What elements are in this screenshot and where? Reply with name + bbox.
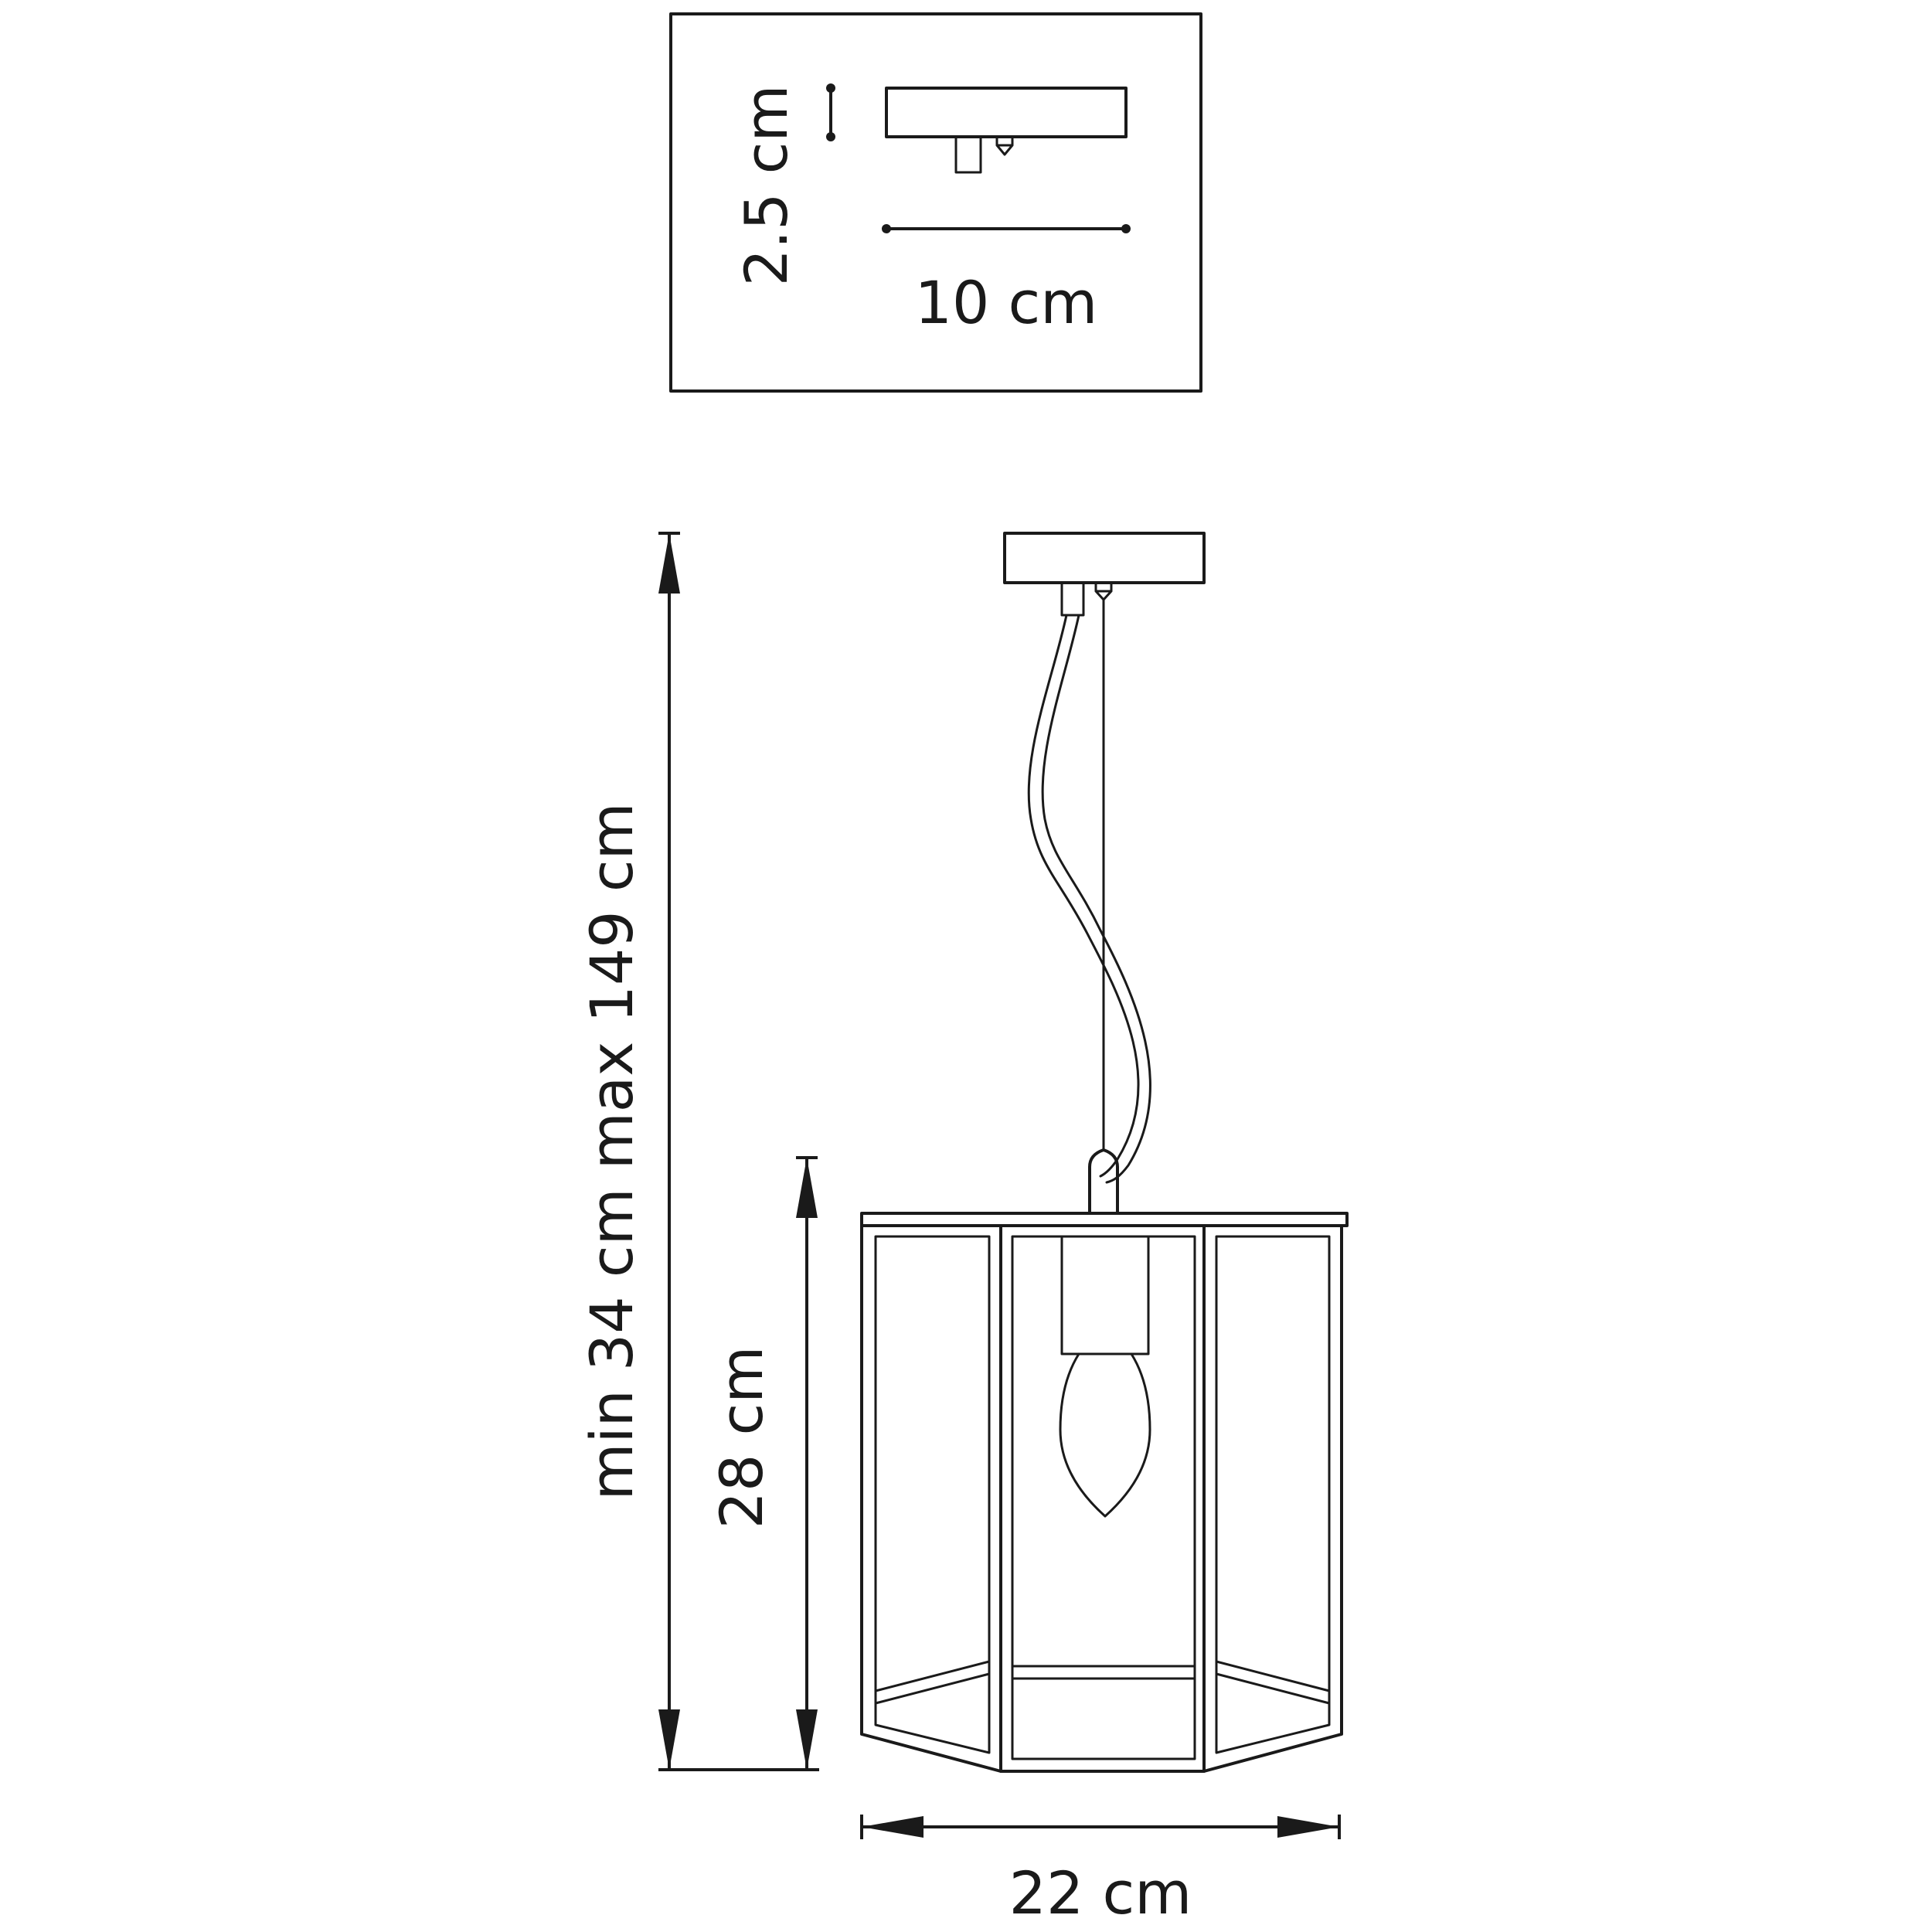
inset-frame: [669, 12, 1202, 393]
canopy-height-label: 2.5 cm: [732, 85, 801, 287]
shade-left-panel: [874, 1235, 991, 1754]
shade-height-label: 28 cm: [707, 1346, 776, 1529]
canopy-height-dimension: [826, 83, 835, 141]
inset-canopy-plate: [885, 87, 1128, 138]
power-cable: [1027, 614, 1140, 1178]
shade-height-dimension: [796, 1156, 818, 1770]
shade-outer-frame: [860, 1224, 1343, 1773]
canopy-cable-connector: [1060, 581, 1085, 617]
canopy-detail-inset: 2.5 cm 10 cm: [669, 12, 1202, 393]
candle-bulb: [1059, 1352, 1151, 1518]
pendant-lamp: [860, 532, 1349, 1773]
shade-width-label: 22 cm: [1009, 1859, 1192, 1927]
inset-canopy-connector: [954, 135, 982, 174]
inset-canopy-hook: [995, 135, 1014, 156]
lamp-top-plate: [860, 1212, 1349, 1227]
total-height-label: min 34 cm max 149 cm: [577, 802, 646, 1500]
lamp-cap: [1088, 1148, 1119, 1215]
ceiling-canopy: [1003, 532, 1206, 584]
total-height-dimension: [658, 532, 819, 1771]
shade-right-panel: [1215, 1235, 1331, 1754]
shade-width-dimension: [860, 1815, 1341, 1839]
bulb-socket: [1060, 1235, 1150, 1355]
canopy-cable-hook: [1094, 581, 1113, 601]
shade-center-panel: [1011, 1235, 1196, 1760]
canopy-width-dimension: [882, 224, 1131, 233]
canopy-width-label: 10 cm: [915, 268, 1098, 337]
